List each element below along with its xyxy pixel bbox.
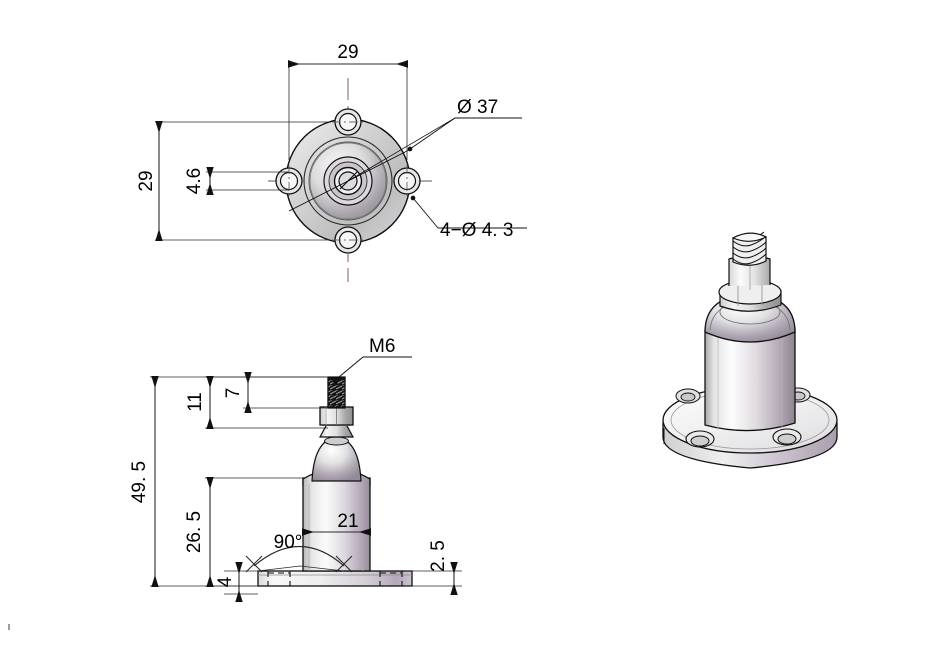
label-7: 7 [223,388,244,399]
top-view: Ø 37 4−Ø 4. 3 29 29 4.6 [136,42,527,282]
label-4: 4 [215,576,236,587]
label-2-5: 2. 5 [428,540,449,572]
iso-hole-front-right [772,428,802,446]
iso-cylinder-highlights [717,332,783,430]
iso-collar-facets [737,282,763,306]
dim-90deg: 90° [245,532,353,573]
base-plate [257,570,413,587]
label-90deg: 90° [274,532,303,553]
dim-21: 21 [301,511,372,536]
dim-26-5: 26. 5 [184,476,303,588]
label-4-6: 4.6 [184,168,205,194]
bolt-hole-north [332,108,364,136]
label-11: 11 [185,392,206,412]
bolt-hole-group [275,108,421,254]
iso-hole-front-left [685,430,715,448]
label-dia-37: Ø 37 [457,97,498,118]
iso-thread-helix [732,231,767,265]
iso-hole-back-left [675,388,701,404]
front-side-view: M6 49. 5 26. 5 11 7 [129,336,462,603]
iso-cylinder [704,327,796,432]
dome-outline [309,142,387,220]
iso-thread-top-face [731,232,768,242]
label-21: 21 [337,511,358,532]
dim-4: 4 [215,561,258,603]
bolt-hole-east [393,165,421,197]
label-49-5: 49. 5 [129,461,150,503]
dim-2-5: 2. 5 [405,540,462,596]
dim-11: 11 [185,375,328,430]
label-26-5: 26. 5 [184,511,205,553]
leader-4-holes: 4−Ø 4. 3 [410,195,527,241]
dim-4-6: 4.6 [184,166,289,196]
dia-37-diagonal [347,117,456,182]
bolt-hole-south [332,226,364,254]
dim-7: 7 [223,371,328,414]
leader-m6: M6 [332,336,412,385]
isometric-3d-view [662,231,838,469]
label-m6: M6 [369,336,395,357]
label-4-holes: 4−Ø 4. 3 [440,220,513,241]
corner-registration-mark [8,624,10,630]
thread-top-face [328,377,345,380]
bolt-hole-west [275,165,303,197]
dim-29-horizontal: 29 [287,42,409,160]
label-29-vertical: 29 [136,170,157,191]
hidden-bolt-holes [267,571,403,586]
boss-inner-ring [308,141,388,221]
dim-29-vertical: 29 [136,120,330,242]
boss-outer-ring [303,136,393,226]
iso-bolt-holes [675,387,811,448]
label-29-horizontal: 29 [337,42,358,63]
hex-nut-collar [318,406,355,438]
